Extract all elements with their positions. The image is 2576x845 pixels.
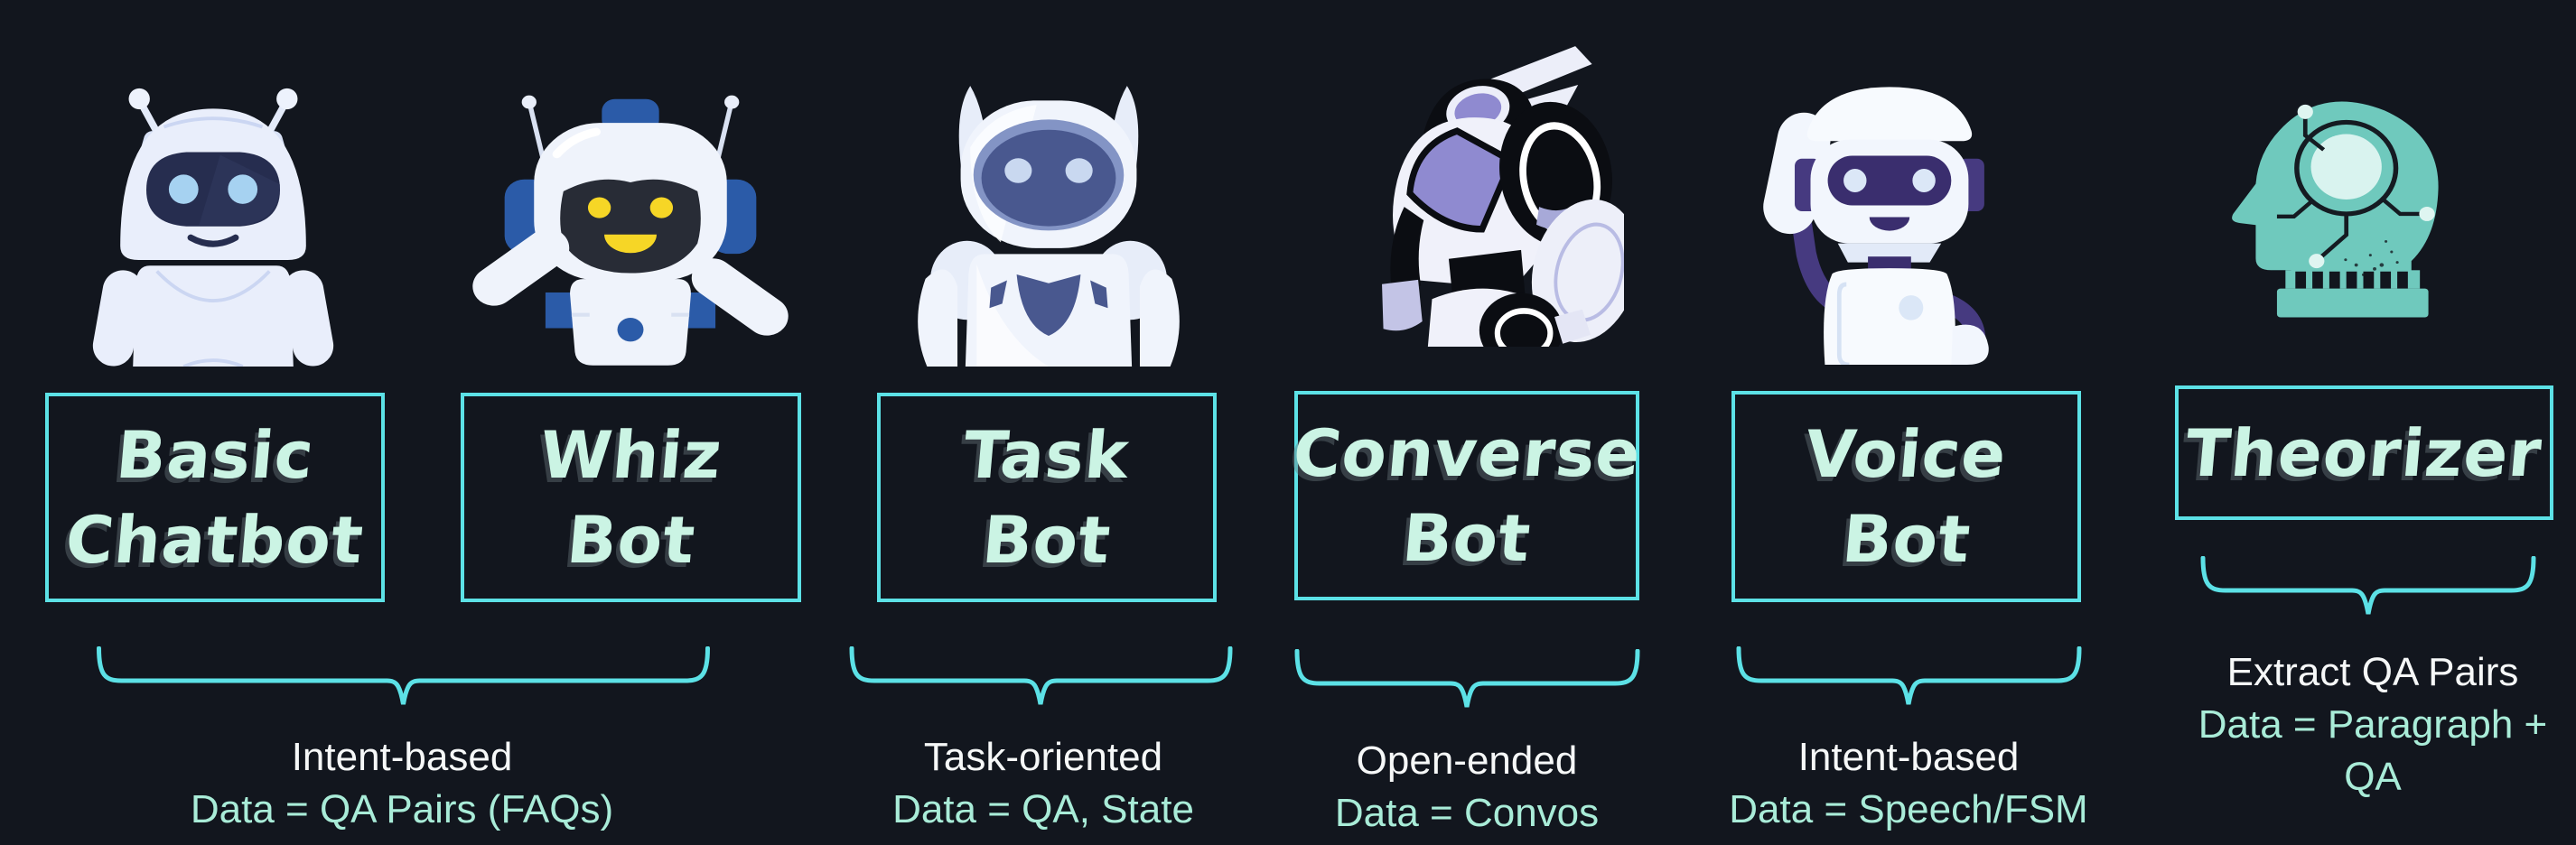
group-approach-label: Open-ended (1356, 738, 1578, 783)
group-approach-label: Extract QA Pairs (2226, 650, 2519, 694)
bot-name-label: Bot (1399, 500, 1535, 576)
brace-converse-bot-group-icon (1294, 649, 1640, 708)
group-data-label: Data = QA, State (892, 787, 1194, 831)
group-approach-label: Intent-based (291, 735, 513, 779)
bot-name-label: Whiz (537, 417, 725, 493)
bot-name-label: Theorizer (2182, 414, 2546, 491)
group-description-task-oriented: Task-oriented Data = QA, State (822, 731, 1265, 836)
bot-name-label: Bot (979, 502, 1115, 578)
bot-name-label: Converse (1290, 415, 1644, 491)
label-box-whiz-bot: Whiz Bot (461, 393, 801, 602)
group-description-theorizer: Extract QA Pairs Data = Paragraph + QA (2161, 646, 2576, 803)
bot-name-label: Bot (563, 502, 699, 578)
group-description-intent-based: Intent-based Data = QA Pairs (FAQs) (86, 731, 718, 836)
label-box-basic-chatbot: Basic Chatbot (45, 393, 385, 602)
theorizer-head-icon (2232, 101, 2439, 318)
bot-name-label: Task (960, 417, 1134, 493)
brace-intent-based-group-icon (97, 646, 710, 705)
group-approach-label: Intent-based (1797, 735, 2020, 779)
voice-bot-robot-icon (1763, 87, 1989, 365)
whiz-bot-robot-icon (472, 95, 789, 366)
label-box-task-bot: Task Bot (877, 393, 1217, 602)
brace-task-bot-group-icon (849, 646, 1233, 705)
bot-name-label: Voice (1802, 416, 2011, 492)
converse-bot-robot-icon (1382, 46, 1624, 347)
task-bot-robot-icon (918, 86, 1180, 367)
group-data-label: Data = Speech/FSM (1729, 787, 2088, 831)
brace-voice-bot-group-icon (1736, 646, 2082, 705)
brace-theorizer-group-icon (2200, 556, 2536, 615)
bot-name-label: Chatbot (62, 502, 368, 578)
basic-chatbot-robot-icon (92, 88, 334, 367)
label-box-converse-bot: Converse Bot (1290, 391, 1644, 600)
label-box-voice-bot: Voice Bot (1731, 391, 2081, 602)
bot-name-label: Basic (112, 417, 318, 493)
bot-name-label: Bot (1838, 501, 1974, 577)
group-data-label: Data = Paragraph + QA (2198, 702, 2548, 799)
group-description-open-ended: Open-ended Data = Convos (1259, 735, 1675, 840)
group-data-label: Data = QA Pairs (FAQs) (190, 787, 614, 831)
group-approach-label: Task-oriented (923, 735, 1163, 779)
group-description-voice-intent-based: Intent-based Data = Speech/FSM (1683, 731, 2134, 836)
label-box-theorizer: Theorizer (2175, 385, 2553, 520)
group-data-label: Data = Convos (1334, 791, 1600, 835)
